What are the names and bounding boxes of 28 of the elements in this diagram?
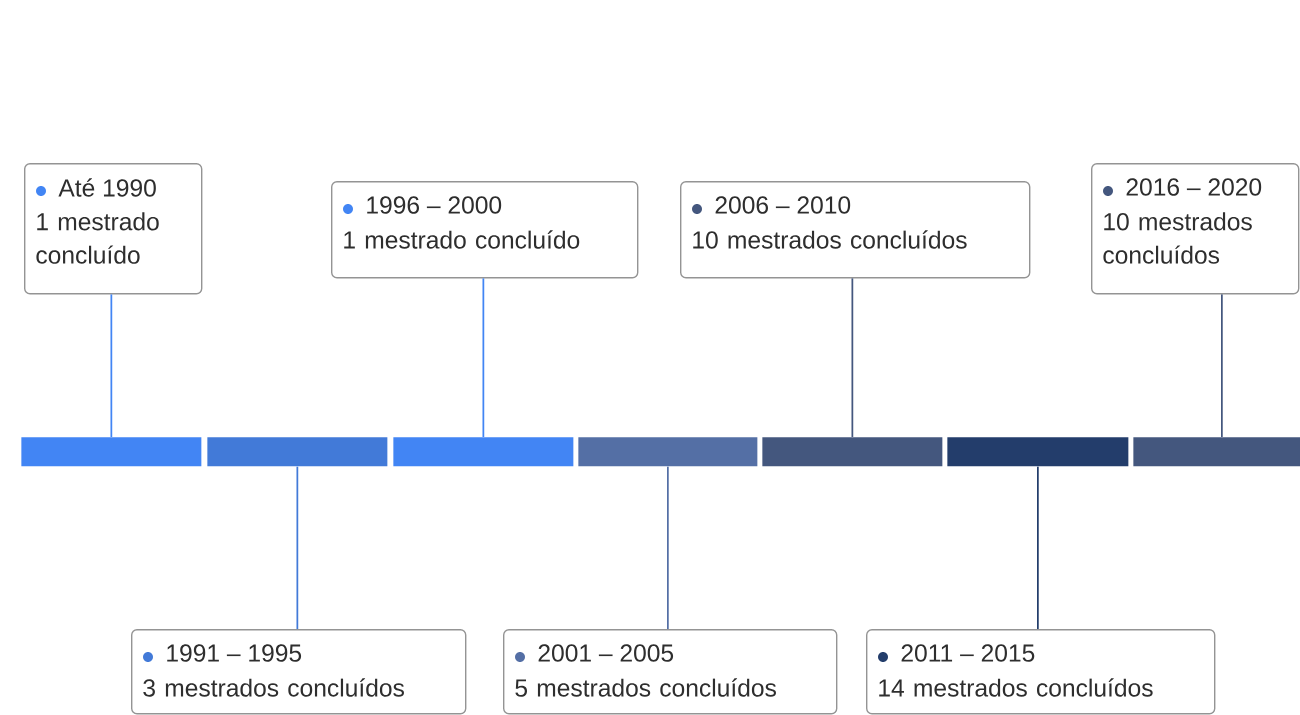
timeline-segment — [578, 437, 758, 467]
timeline-segment — [393, 437, 574, 467]
leader-line — [851, 277, 854, 438]
count-text: 1 mestrado concluído — [344, 230, 580, 249]
timeline-segment — [207, 437, 388, 467]
timeline-segment — [947, 437, 1129, 467]
period-label: 1996 – 2000 — [367, 196, 502, 214]
timeline-segment — [21, 437, 202, 467]
leader-line — [667, 465, 669, 630]
timeline-segment — [762, 437, 943, 467]
count-text: 10 mestrados concluídos — [1103, 212, 1252, 264]
count-text: 14 mestrados concluídos — [879, 678, 1153, 697]
count-text: 5 mestrados concluídos — [515, 678, 776, 697]
count-text: 3 mestrados concluídos — [143, 678, 404, 697]
count-text: 10 mestrados concluídos — [693, 230, 967, 249]
period-label: 2011 – 2015 — [901, 644, 1035, 662]
leader-line — [296, 465, 299, 630]
leader-line — [110, 293, 113, 438]
period-label: 1991 – 1995 — [167, 644, 302, 662]
leader-line — [1036, 465, 1039, 630]
period-label: 2001 – 2005 — [538, 644, 674, 662]
leader-line — [482, 277, 485, 438]
leader-line — [1220, 293, 1223, 438]
timeline-segment — [1133, 437, 1300, 467]
period-label: 2006 – 2010 — [715, 196, 851, 214]
period-label: 2016 – 2020 — [1126, 178, 1262, 196]
count-text: 1 mestrado concluído — [36, 212, 159, 264]
period-label: Até 1990 — [58, 178, 156, 197]
